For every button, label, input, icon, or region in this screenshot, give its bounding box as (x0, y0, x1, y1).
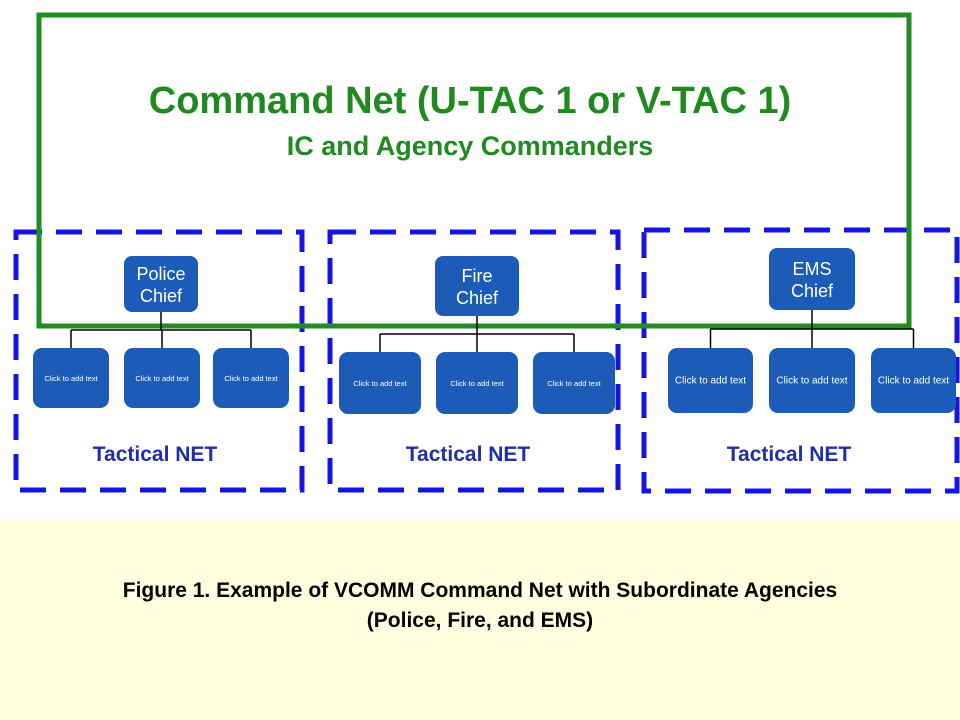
org-child-label: Click to add text (353, 379, 407, 388)
chief-label: EMS (792, 259, 831, 279)
tactical-net-label: Tactical NET (727, 443, 852, 466)
org-child-label: Click to add text (878, 376, 949, 387)
caption-line-1: Figure 1. Example of VCOMM Command Net w… (122, 579, 838, 602)
chief-label: Police (136, 264, 185, 284)
tactical-net-label: Tactical NET (93, 443, 218, 466)
org-child-label: Click to add text (44, 374, 98, 383)
org-child-box[interactable] (871, 348, 956, 413)
org-child-label: Click to add text (135, 374, 189, 383)
figure-caption: Figure 1. Example of VCOMM Command Net w… (0, 576, 960, 636)
tactical-net-border (641, 227, 960, 494)
org-child-label: Click to add text (224, 374, 278, 383)
chief-label: Fire (462, 266, 493, 286)
org-child-box[interactable] (668, 348, 753, 413)
command-net-title: Command Net (U-TAC 1 or V-TAC 1) (149, 80, 792, 122)
chief-box (769, 248, 855, 310)
org-child-label: Click to add text (776, 376, 847, 387)
command-net-diagram: Command Net (U-TAC 1 or V-TAC 1) IC and … (13, 12, 960, 494)
caption-area: Figure 1. Example of VCOMM Command Net w… (0, 520, 960, 720)
org-child-label: Click to add text (675, 376, 746, 387)
chief-box (124, 256, 198, 312)
command-net-subtitle: IC and Agency Commanders (287, 131, 654, 161)
chief-label: Chief (456, 288, 499, 308)
org-child-box[interactable] (533, 352, 615, 414)
command-net-border (36, 12, 912, 329)
org-child-box[interactable] (213, 348, 289, 408)
tactical-net-border (13, 229, 305, 493)
org-child-box[interactable] (339, 352, 421, 414)
caption-line-2: (Police, Fire, and EMS) (366, 609, 594, 632)
org-child-box[interactable] (436, 352, 518, 414)
chief-label: Chief (791, 281, 834, 301)
chief-box (435, 256, 519, 316)
tactical-net-label: Tactical NET (406, 443, 531, 466)
org-child-box[interactable] (33, 348, 109, 408)
org-child-label: Click to add text (450, 379, 504, 388)
tactical-net-border (327, 229, 621, 493)
org-child-label: Click to add text (547, 379, 601, 388)
org-child-box[interactable] (769, 348, 855, 413)
chief-label: Chief (140, 286, 183, 306)
org-child-box[interactable] (124, 348, 200, 408)
